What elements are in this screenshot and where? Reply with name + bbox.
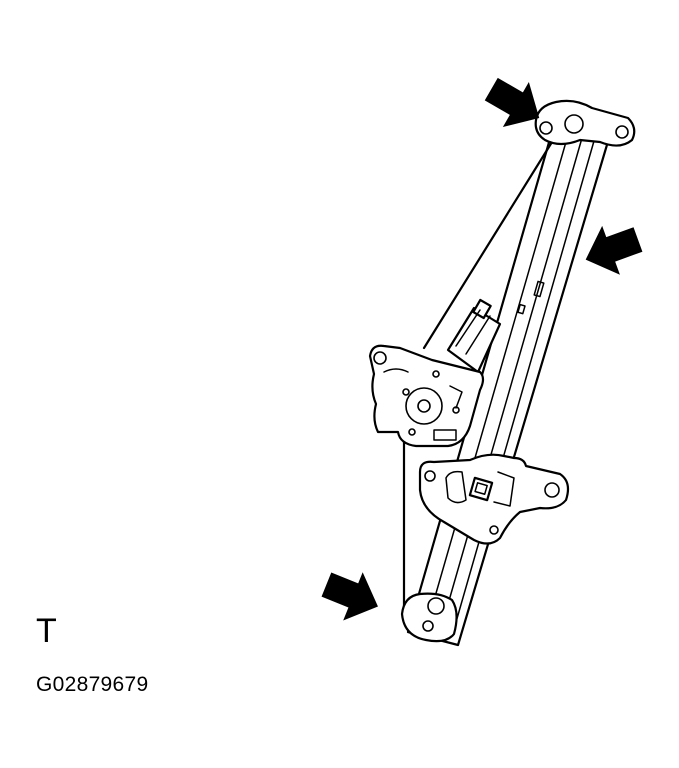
callout-arrow-right [585, 225, 643, 275]
glass-carrier [418, 453, 570, 545]
callout-arrow-top [484, 77, 540, 128]
view-letter: T [36, 612, 57, 650]
callout-arrow-bottom [321, 572, 378, 621]
bottom-pulley-bracket [400, 592, 458, 643]
top-mount-bracket [534, 99, 636, 147]
regulator-motor [446, 298, 502, 374]
figure-id: G02879679 [36, 673, 149, 696]
motor-mount-plate [368, 344, 485, 448]
